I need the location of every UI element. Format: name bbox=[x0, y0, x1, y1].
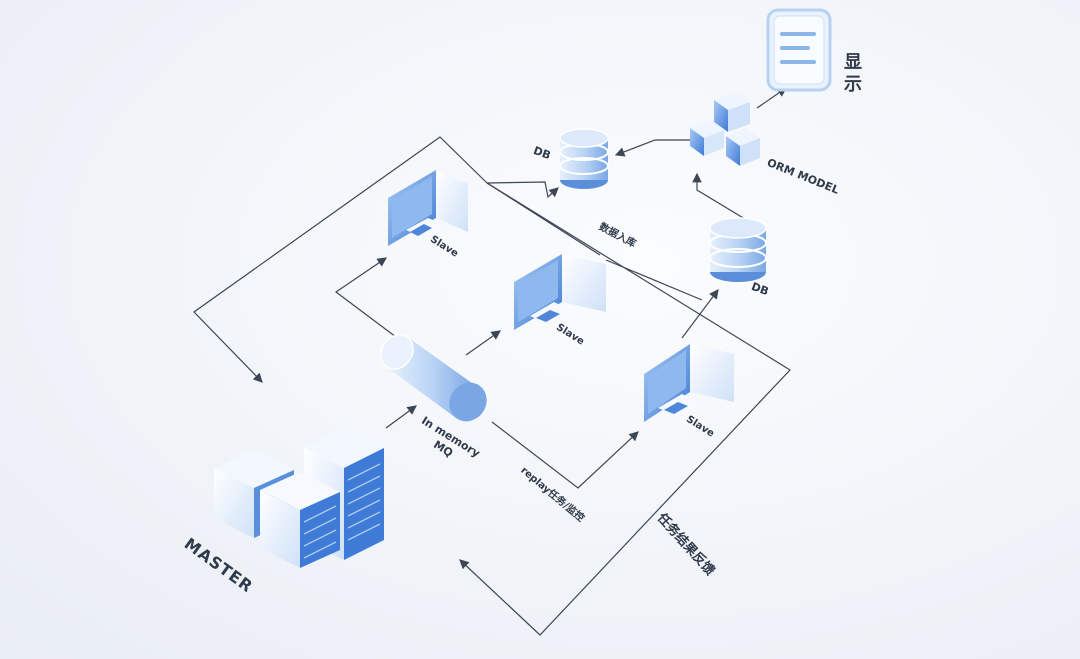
slave-middle-monitor-icon bbox=[514, 254, 606, 330]
db-top-cylinder-icon bbox=[560, 129, 608, 189]
display-document-icon bbox=[768, 10, 830, 90]
master-servers-icon bbox=[214, 428, 384, 568]
slave-right-monitor-icon bbox=[644, 344, 734, 422]
in-memory-mq-cylinder-icon bbox=[374, 329, 494, 429]
slave-top-monitor-icon bbox=[388, 170, 468, 246]
orm-model-cubes-icon bbox=[690, 92, 760, 166]
db-right-cylinder-icon bbox=[710, 218, 766, 282]
display-label: 显示 bbox=[844, 52, 864, 96]
